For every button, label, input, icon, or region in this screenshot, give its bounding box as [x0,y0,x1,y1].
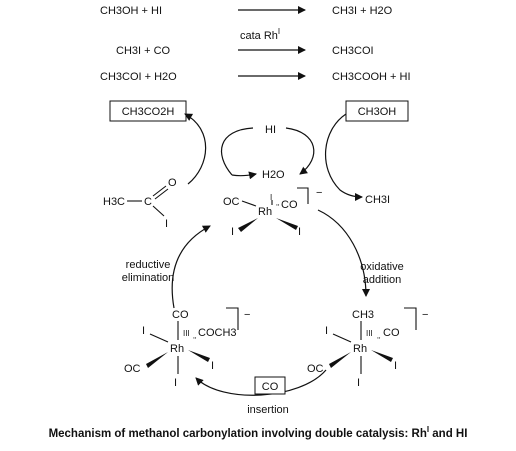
right-wedge-i [371,350,393,362]
eq2-reactants: CH3I + CO [116,45,171,57]
acyl-i: I [165,218,168,230]
top-hash-co: ‚‚ [276,198,280,207]
right-rh: Rh [353,343,367,355]
hi-left-branch [220,127,254,176]
product-label: CH3CO2H [122,106,175,118]
right-ch3: CH3 [352,309,374,321]
left-ox-state: III [183,329,190,338]
co-box-label: CO [262,381,279,393]
eq1-reactants: CH3OH + HI [100,5,162,17]
top-wedge-right [276,218,298,230]
acyl-double-bond-1 [152,185,167,197]
figure-caption: Mechanism of methanol carbonylation invo… [49,425,468,440]
left-coch3: COCH3 [198,327,237,339]
right-co: CO [383,327,400,339]
oxidative-addition-arrow [317,209,370,297]
reductive-label-1: reductive [126,259,171,271]
left-hash-coch3: ‚‚ [193,331,197,340]
eq3-products: CH3COOH + HI [332,71,411,83]
top-i-up: I [270,193,272,202]
right-oc: OC [307,363,324,375]
acyl-double-bond-2 [154,188,169,200]
top-oc: OC [223,196,240,208]
h2o-label: H2O [262,169,285,181]
left-i-ul: I [142,325,145,337]
eq1-products: CH3I + H2O [332,5,393,17]
right-bracket [404,307,417,330]
top-bond-oc [241,200,257,207]
catalyst-label: cata RhI [240,27,280,42]
acyl-c: C [144,196,152,208]
right-bond-i-ul [332,333,352,343]
left-co-top: CO [172,309,189,321]
left-i-bottom: I [174,377,177,389]
eq3-reactants: CH3COI + H2O [100,71,177,83]
left-i-right: I [211,360,214,372]
right-i-right: I [394,360,397,372]
to-h2o-left-arrow [231,171,257,180]
eq2-products: CH3COI [332,45,374,57]
left-wedge-i [188,350,210,362]
left-wedge-oc [146,352,168,368]
left-oc: OC [124,363,141,375]
hi-right-branch [285,127,315,175]
to-product-arrow [184,113,207,185]
right-ox-state: III [366,329,373,338]
reductive-label-2: elimination [122,272,175,284]
top-bracket [297,187,309,204]
right-i-ul: I [325,325,328,337]
top-i-left: I [231,226,234,238]
hi-label: HI [265,124,276,136]
top-wedge-left [238,218,258,232]
right-wedge-oc [329,352,351,368]
acyl-o: O [168,177,177,189]
top-charge: − [316,187,322,199]
top-co: CO [281,199,298,211]
acyl-bond-i [152,205,165,217]
oxidative-label-1: oxidative [360,261,403,273]
to-ch3i-arrow [325,113,363,201]
left-bond-i-ul [149,333,169,343]
feed-box [345,100,409,122]
feed-label: CH3OH [358,106,397,118]
acyl-h3c: H3C [103,196,125,208]
oxidative-label-2: addition [363,274,402,286]
reductive-elimination-arrow [171,225,211,309]
right-hash-co: ‚‚ [377,331,381,340]
insertion-label: insertion [247,404,289,416]
ch3i-label: CH3I [365,194,390,206]
left-bracket [226,307,239,330]
top-rh: Rh [258,206,272,218]
right-i-bottom: I [357,377,360,389]
right-charge: − [422,309,428,321]
left-rh: Rh [170,343,184,355]
co-box [254,376,286,395]
top-i-right: I [298,226,301,238]
left-charge: − [244,309,250,321]
insertion-arrow [195,369,327,396]
product-box [109,100,187,122]
